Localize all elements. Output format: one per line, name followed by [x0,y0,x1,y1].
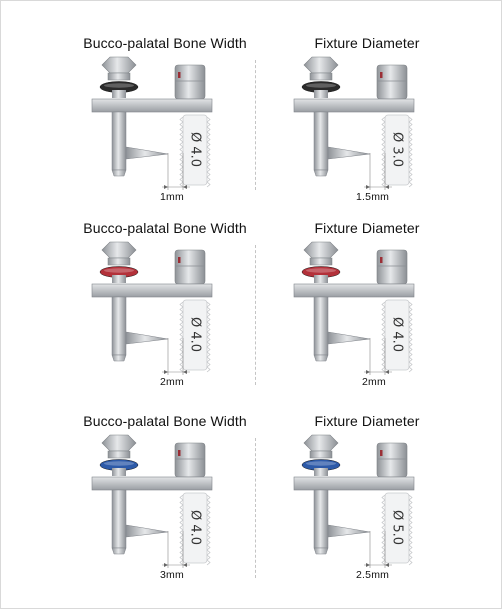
horizontal-arm [293,283,415,298]
hex-nut [101,56,137,74]
panel-r2-left: Bucco-palatal Bone Width Ø 4.0 2mm [50,220,280,410]
fixture-body [182,492,208,564]
measuring-needle [327,331,371,345]
guide-post [376,64,408,100]
panel-r3-right: Fixture Diameter Ø 5.0 2.5mm [252,413,482,603]
measuring-needle [125,146,169,160]
offset-label: 2mm [362,376,386,388]
measuring-needle [125,331,169,345]
divider-row-2 [255,245,256,385]
nut-washer [309,450,333,459]
fixture-diameter-label: Ø 5.0 [389,509,405,546]
vertical-shank [313,296,329,356]
offset-label: 3mm [160,569,184,581]
vertical-shank [313,489,329,549]
device-illustration [91,56,213,190]
device-illustration [91,241,213,375]
hex-nut [303,56,339,74]
fixture-diameter-label: Ø 4.0 [187,316,203,353]
hex-nut [101,241,137,259]
measuring-needle [125,524,169,538]
fixture-body [182,114,208,186]
panel-title: Bucco-palatal Bone Width [83,220,247,236]
guide-post [174,442,206,478]
divider-row-1 [255,60,256,190]
horizontal-arm [91,476,213,491]
measuring-needle [327,146,371,160]
device-illustration [293,241,415,375]
panel-title: Fixture Diameter [314,220,420,236]
device-illustration [293,56,415,190]
vertical-shank [111,489,127,549]
horizontal-arm [293,98,415,113]
nut-washer [107,257,131,266]
horizontal-arm [91,283,213,298]
offset-label: 2.5mm [356,569,390,581]
vertical-shank [111,111,127,171]
panel-title: Bucco-palatal Bone Width [83,413,247,429]
nut-washer [309,257,333,266]
guide-post [376,249,408,285]
offset-label: 1mm [160,191,184,203]
panel-title: Fixture Diameter [314,413,420,429]
divider-row-3 [255,438,256,578]
nut-washer [309,72,333,81]
hex-nut [101,434,137,452]
panel-r3-left: Bucco-palatal Bone Width Ø 4.0 3mm [50,413,280,603]
vertical-shank [111,296,127,356]
guide-post [174,249,206,285]
horizontal-arm [293,476,415,491]
fixture-diameter-label: Ø 4.0 [187,131,203,168]
panel-title: Fixture Diameter [314,35,420,51]
measuring-needle [327,524,371,538]
hex-nut [303,241,339,259]
guide-post [376,442,408,478]
fixture-body [384,492,410,564]
fixture-diameter-label: Ø 4.0 [389,316,405,353]
nut-washer [107,72,131,81]
panel-r1-right: Fixture Diameter Ø 3.0 1.5mm [252,35,482,225]
guide-post [174,64,206,100]
panel-r2-right: Fixture Diameter Ø 4.0 2mm [252,220,482,410]
fixture-diameter-label: Ø 4.0 [187,509,203,546]
offset-label: 2mm [160,376,184,388]
nut-washer [107,450,131,459]
hex-nut [303,434,339,452]
panel-title: Bucco-palatal Bone Width [83,35,247,51]
fixture-body [384,299,410,371]
device-illustration [293,434,415,568]
offset-label: 1.5mm [356,191,390,203]
fixture-body [182,299,208,371]
horizontal-arm [91,98,213,113]
fixture-diameter-label: Ø 3.0 [389,131,405,168]
device-illustration [91,434,213,568]
fixture-body [384,114,410,186]
vertical-shank [313,111,329,171]
panel-r1-left: Bucco-palatal Bone Width Ø 4.0 1mm [50,35,280,225]
